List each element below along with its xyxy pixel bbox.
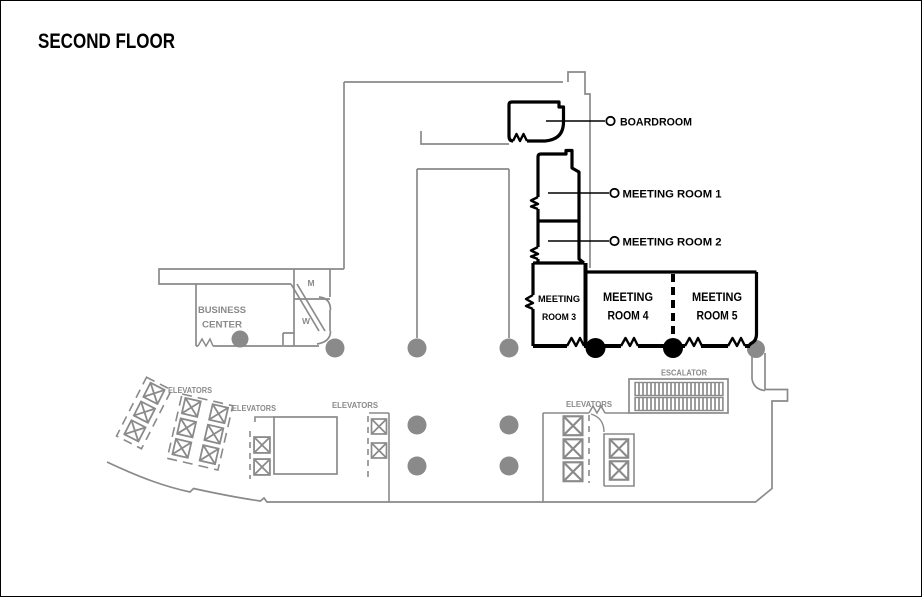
column-marker-black <box>585 338 606 358</box>
elevator-banks <box>115 376 729 502</box>
callout-leaders <box>546 115 620 247</box>
elevator-shaft-icon <box>180 397 202 418</box>
lobby-door-zigzag <box>588 404 606 415</box>
escalator-label: ESCALATOR <box>661 369 707 378</box>
callout-marker <box>609 187 620 199</box>
elevator-bank-c <box>367 412 390 502</box>
elevator-bank-a <box>115 376 173 450</box>
business-center-slant-1 <box>290 283 320 332</box>
bottom-door-zigzag-2 <box>619 336 640 348</box>
elevators-label-3: ELEVATORS <box>332 401 379 410</box>
column-marker <box>499 456 519 476</box>
bottom-door-zigzag-3 <box>683 336 704 348</box>
business-center-door-zigzag <box>197 337 214 348</box>
column-marker <box>407 415 427 435</box>
business-center-label-line1: BUSINESS <box>198 305 246 316</box>
right-corridor-door-arc <box>751 378 766 392</box>
elevator-shaft-icon <box>198 444 220 466</box>
elevator-shaft-icon <box>608 438 630 459</box>
elevator-shaft-icon <box>562 438 584 460</box>
elevator-shaft-icon <box>123 419 147 443</box>
mens-restroom-label: M <box>307 278 314 288</box>
meeting-room-5-label-line2: ROOM 5 <box>697 311 739 323</box>
elevator-shaft-icon <box>208 403 229 425</box>
elevators-label-2: ELEVATORS <box>232 404 277 413</box>
callout-marker <box>605 115 616 127</box>
meeting-room-2-label: MEETING ROOM 2 <box>623 237 722 249</box>
meeting-room-5-label-line1: MEETING <box>692 292 742 304</box>
meeting-rooms-outline <box>507 100 759 348</box>
elevator-shaft-icon <box>142 381 166 405</box>
outline-topright-notch <box>567 71 591 268</box>
elevator-shaft-icon <box>203 423 225 445</box>
elevator-shaft-icon <box>562 461 584 483</box>
elevators-label-4: ELEVATORS <box>566 400 613 409</box>
restroom-door-arc-bottom <box>316 330 332 345</box>
storage-room <box>273 416 338 475</box>
column-marker <box>325 338 345 358</box>
elevator-bank-b <box>166 393 234 471</box>
boardroom-label: BOARDROOM <box>620 117 692 129</box>
column-marker <box>231 330 249 348</box>
atrium-walls <box>416 168 510 338</box>
elevator-bank-d <box>542 404 635 502</box>
elevator-shaft-icon <box>171 437 193 459</box>
business-center-slant-2 <box>296 283 326 332</box>
nook-lines <box>282 332 294 345</box>
meeting-room-3-label-line1: MEETING <box>538 294 580 305</box>
elevator-bank-b2 <box>249 416 274 479</box>
meeting-room-1-label: MEETING ROOM 1 <box>623 189 722 201</box>
meeting-room-3-label-line2: ROOM 3 <box>542 312 576 323</box>
callout-marker <box>609 235 620 247</box>
column-marker <box>407 338 427 358</box>
womens-restroom-label: W <box>302 316 311 326</box>
meeting-room-4-label-line2: ROOM 4 <box>608 311 650 323</box>
room-1-door-zigzag <box>529 195 540 211</box>
escalator <box>628 378 729 414</box>
column-marker <box>407 456 427 476</box>
elevator-shaft-icon <box>253 436 271 454</box>
bottom-door-zigzag-1 <box>565 336 586 348</box>
page-title: SECOND FLOOR <box>38 29 175 53</box>
elevator-shaft-icon <box>370 441 388 460</box>
elevator-shaft-icon <box>562 415 584 437</box>
building-outline <box>106 71 789 503</box>
boardroom-wall <box>507 100 566 143</box>
corridor-band <box>158 268 344 285</box>
black-column-markers <box>585 338 683 358</box>
meeting-room-1-2-wall <box>536 148 585 265</box>
elevators-label-1: ELEVATORS <box>168 386 213 395</box>
elevator-shaft-icon <box>253 458 271 476</box>
business-center-label-line2: CENTER <box>202 320 242 331</box>
elevator-shaft-icon <box>176 417 197 439</box>
restroom-door-arc-top <box>318 296 332 311</box>
room-5-right-wall <box>747 272 759 348</box>
room-2-door-zigzag <box>529 245 540 261</box>
meeting-room-4-label-line1: MEETING <box>603 292 653 304</box>
room-3-top-left-walls <box>531 261 584 346</box>
elevator-shaft-icon <box>608 460 630 481</box>
corridor-bracket <box>420 131 509 145</box>
column-marker-black <box>663 338 683 358</box>
bottom-door-zigzag-4 <box>726 336 747 348</box>
lower-curved-wall <box>106 353 789 503</box>
elevator-shaft-icon <box>370 417 388 436</box>
column-marker <box>499 415 519 435</box>
column-marker <box>499 338 519 358</box>
room-3-door-zigzag <box>524 293 535 311</box>
column-markers <box>231 330 765 476</box>
elevator-shaft-icon <box>132 400 157 424</box>
boardroom-door-zigzag <box>511 132 529 143</box>
plan-text: SECOND FLOOR BOARDROOM MEETING ROOM 1 ME… <box>38 29 742 413</box>
